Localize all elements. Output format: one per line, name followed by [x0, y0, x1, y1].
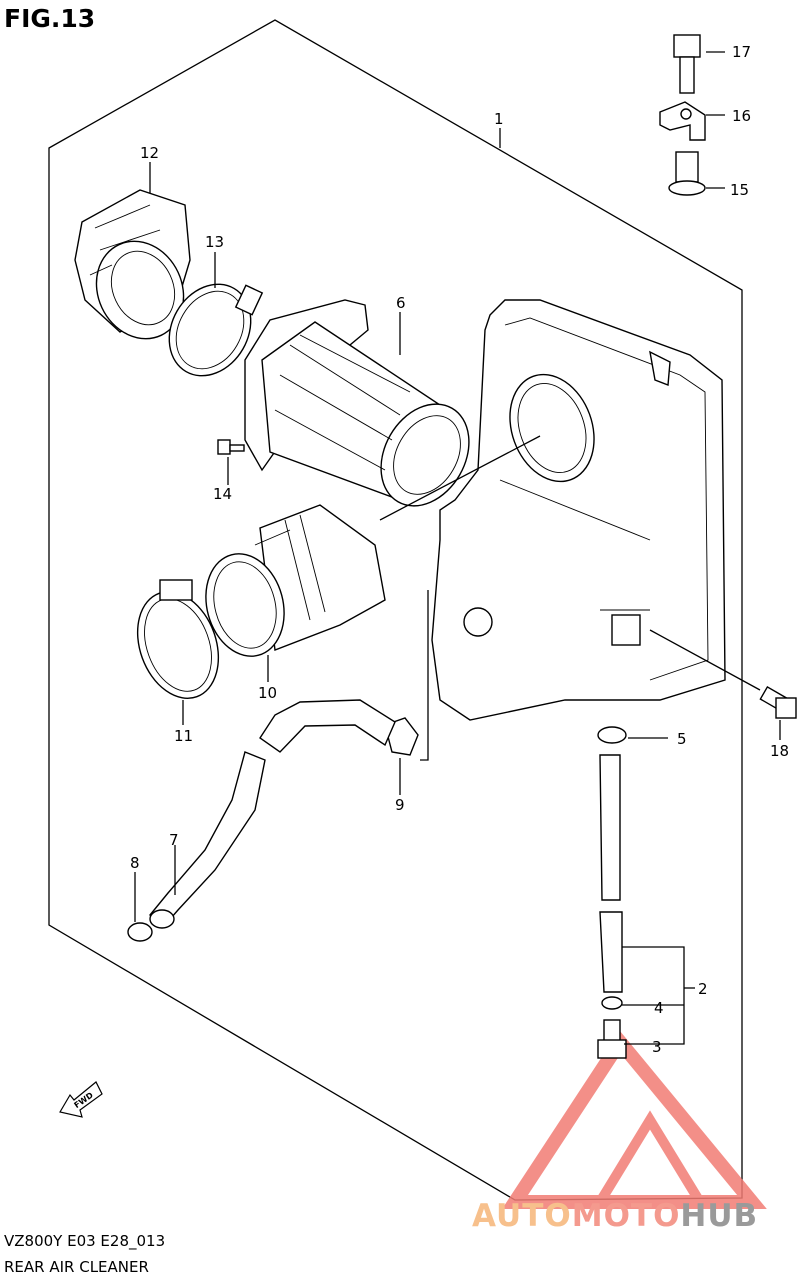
figure-title: FIG.13 [4, 4, 96, 33]
callout-11: 11 [174, 727, 193, 745]
callout-13: 13 [205, 233, 224, 251]
callout-17: 17 [732, 43, 751, 61]
callout-4: 4 [654, 999, 664, 1017]
callout-12: 12 [140, 144, 159, 162]
watermark-part-moto: MOTO [571, 1198, 681, 1234]
callout-8: 8 [130, 854, 140, 872]
forward-direction-arrow: FWD [59, 1081, 103, 1118]
leader-lines [134, 51, 781, 1045]
part-12-intake-funnel [74, 189, 191, 340]
part-14-bolt [217, 439, 245, 455]
part-10-outlet-hose [205, 504, 386, 657]
part-18-bolt [759, 685, 797, 719]
part-15-collar [668, 151, 706, 196]
callout-labels: 1 2 3 4 5 6 7 8 9 10 11 12 13 14 15 16 1… [130, 43, 789, 1056]
part-11-clamp [136, 579, 220, 699]
part-8-cap [127, 922, 153, 942]
callout-3: 3 [652, 1038, 662, 1056]
model-code: VZ800Y E03 E28_013 [4, 1232, 166, 1250]
part-17-bolt [673, 34, 701, 94]
callout-6: 6 [396, 294, 406, 312]
part-1-air-cleaner-box [431, 299, 726, 721]
part-13-clamp [168, 283, 264, 377]
section-name: REAR AIR CLEANER [4, 1258, 149, 1276]
callout-18: 18 [770, 742, 789, 760]
drain-hose-assembly [597, 726, 627, 1059]
watermark-part-hub: HUB [680, 1198, 759, 1234]
callout-9: 9 [395, 796, 405, 814]
callout-1: 1 [494, 110, 504, 128]
part-16-bracket [659, 101, 706, 141]
callout-10: 10 [258, 684, 277, 702]
callout-5: 5 [677, 730, 687, 748]
callout-2: 2 [698, 980, 708, 998]
watermark-logo [502, 1030, 767, 1209]
callout-15: 15 [730, 181, 749, 199]
part-6-filter-element [244, 299, 470, 507]
watermark-text: AUTOMOTOHUB [472, 1198, 758, 1234]
callout-14: 14 [213, 485, 232, 503]
callout-16: 16 [732, 107, 751, 125]
part-7-breather-hose [148, 699, 396, 929]
callout-7: 7 [169, 831, 179, 849]
watermark-part-auto: AUTO [472, 1198, 572, 1234]
